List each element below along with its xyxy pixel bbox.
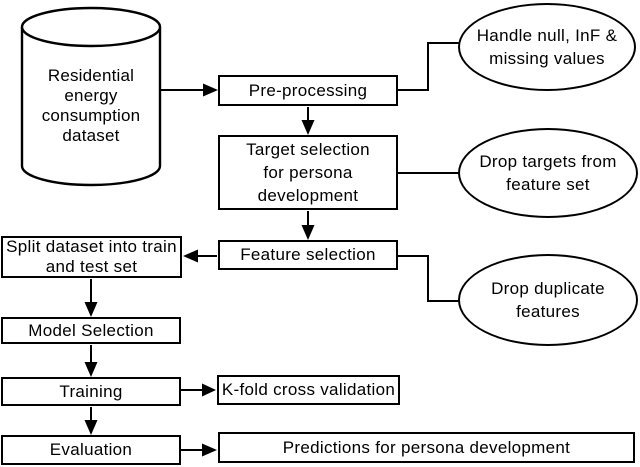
node-predictions: Predictions for persona development (218, 432, 635, 463)
connector-feature-drop-duplicate (398, 255, 459, 302)
node-feature-selection: Feature selection (218, 240, 398, 270)
node-drop-targets: Drop targets from feature set (458, 128, 638, 218)
node-kfold-cross-validation: K-fold cross validation (217, 375, 400, 405)
node-dataset-label: Residential energy consumption dataset (41, 66, 141, 145)
node-preprocessing: Pre-processing (218, 75, 398, 106)
arrowheads (84, 83, 315, 457)
node-target-selection: Target selection for persona development (218, 135, 398, 210)
arrow-connectors (90, 89, 309, 451)
database-cylinder-shape (20, 6, 162, 187)
node-evaluation: Evaluation (1, 435, 181, 465)
node-drop-duplicate-features: Drop duplicate features (458, 254, 638, 346)
connector-preprocessing-handle-null (398, 42, 459, 91)
node-split-dataset: Split dataset into train and test set (1, 236, 182, 278)
plain-connectors (398, 42, 459, 302)
node-training: Training (1, 377, 181, 406)
node-handle-null-values: Handle null, InF & missing values (458, 3, 636, 91)
node-model-selection: Model Selection (1, 317, 181, 344)
